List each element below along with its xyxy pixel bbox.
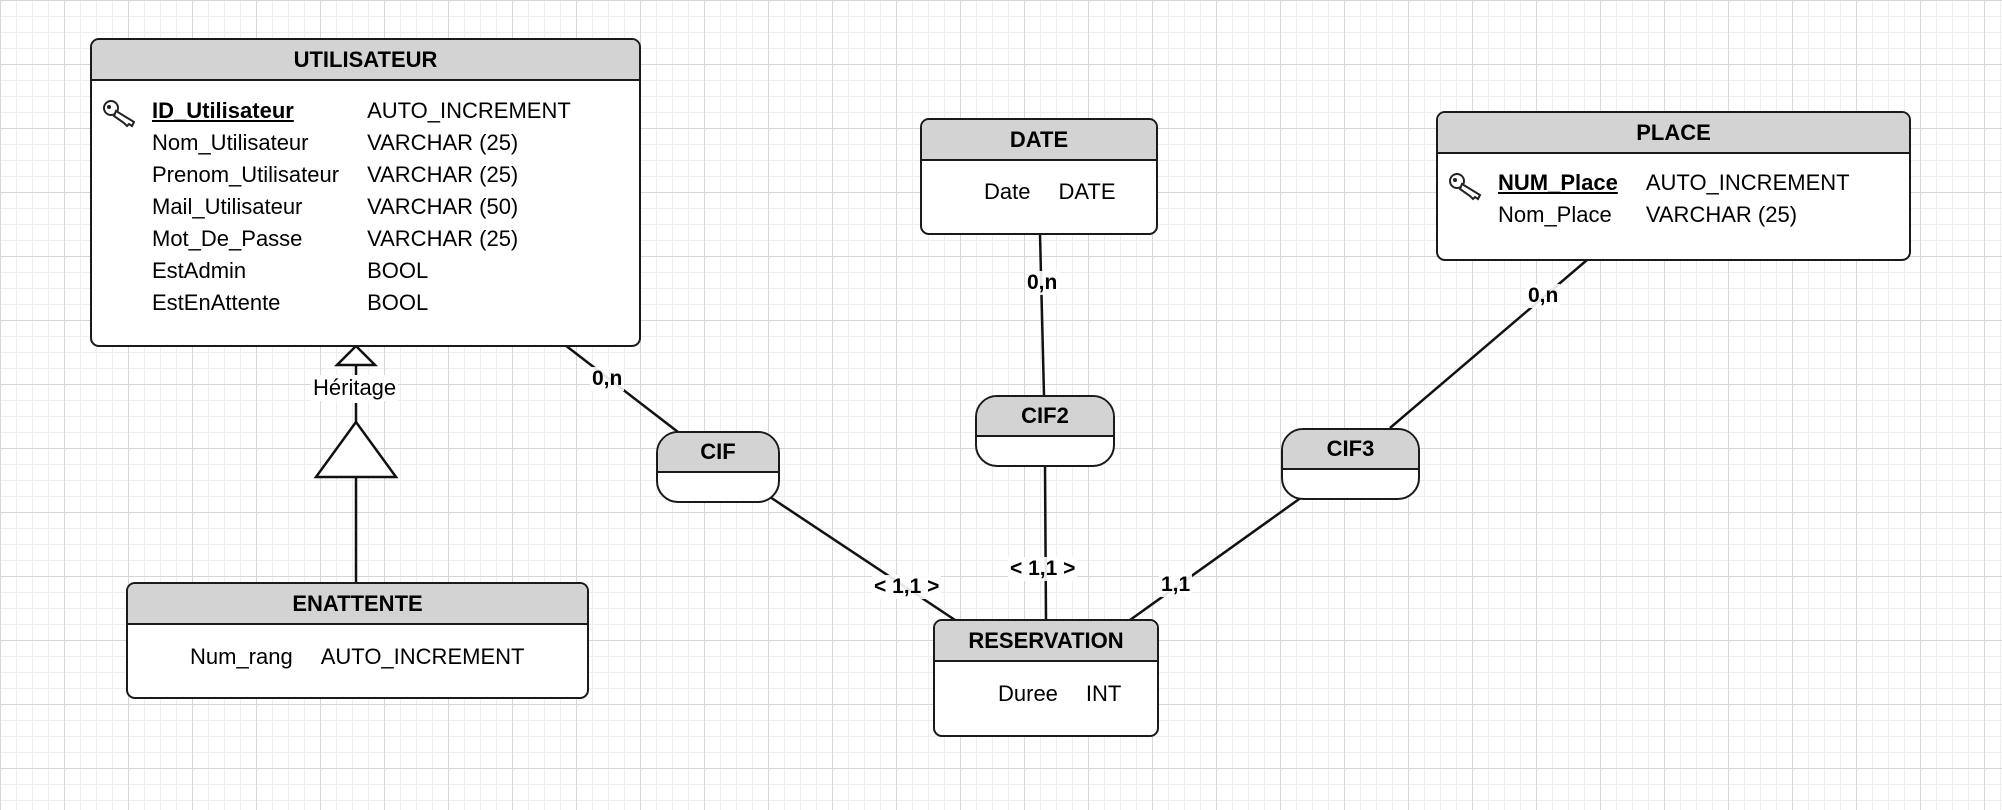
attribute-type: BOOL — [367, 258, 429, 283]
attribute-name: EstAdmin — [152, 258, 247, 283]
entity-title: ENATTENTE — [128, 584, 587, 625]
attribute-name: Num_rang — [190, 644, 293, 669]
inheritance-triangle-large — [313, 419, 399, 479]
attribute-name: Nom_Utilisateur — [152, 130, 309, 155]
entity-title: UTILISATEUR — [92, 40, 639, 81]
attribute-type: AUTO_INCREMENT — [320, 644, 525, 669]
cardinality-date-cif2: 0,n — [1025, 271, 1060, 295]
relation-cif3[interactable]: CIF3 — [1281, 428, 1420, 500]
entity-utilisateur[interactable]: UTILISATEUR ID_Utilisateur AUTO_INCREMEN… — [90, 38, 641, 347]
attribute-type: VARCHAR (25) — [367, 162, 519, 187]
attribute-row: Nom_Utilisateur VARCHAR (25) — [152, 127, 571, 159]
attribute-row: Mail_Utilisateur VARCHAR (50) — [152, 191, 571, 223]
cardinality-place-cif3: 0,n — [1526, 284, 1561, 308]
attribute-row: Duree INT — [998, 678, 1121, 710]
link-cif-reservation — [769, 495, 956, 622]
cardinality-cif2-reservation: < 1,1 > — [1008, 557, 1078, 581]
attribute-name: Mot_De_Passe — [152, 226, 303, 251]
attribute-row: Date DATE — [984, 176, 1116, 208]
primary-key-name: ID_Utilisateur — [152, 98, 294, 123]
attribute-row: Mot_De_Passe VARCHAR (25) — [152, 223, 571, 255]
cardinality-cif3-reservation: 1,1 — [1159, 573, 1193, 597]
attribute-row: NUM_Place AUTO_INCREMENT — [1498, 167, 1850, 199]
inheritance-label: Héritage — [311, 375, 399, 401]
attribute-list: ID_Utilisateur AUTO_INCREMENT Nom_Utilis… — [152, 95, 571, 319]
entity-place[interactable]: PLACE NUM_Place AUTO_INCREMENT Nom_Place… — [1436, 111, 1911, 261]
attribute-name: Duree — [998, 681, 1058, 706]
attribute-type: INT — [1085, 681, 1122, 706]
attribute-row: ID_Utilisateur AUTO_INCREMENT — [152, 95, 571, 127]
attribute-name: EstEnAttente — [152, 290, 281, 315]
entity-enattente[interactable]: ENATTENTE Num_rang AUTO_INCREMENT — [126, 582, 589, 699]
key-icon — [1449, 173, 1482, 201]
attribute-list: Num_rang AUTO_INCREMENT — [190, 641, 524, 673]
attribute-list: Date DATE — [984, 176, 1116, 208]
relation-cif2[interactable]: CIF2 — [975, 395, 1115, 467]
attribute-type: VARCHAR (25) — [367, 130, 519, 155]
attribute-type: VARCHAR (25) — [1645, 202, 1798, 227]
cardinality-cif-reservation: < 1,1 > — [872, 575, 942, 599]
entity-title: DATE — [922, 120, 1156, 161]
relation-title: CIF — [658, 433, 778, 473]
relation-title: CIF3 — [1283, 430, 1418, 470]
attribute-list: Duree INT — [998, 678, 1121, 710]
primary-key-name: NUM_Place — [1498, 170, 1618, 195]
attribute-row: EstEnAttente BOOL — [152, 287, 571, 319]
attribute-name: Date — [984, 179, 1031, 204]
attribute-name: Mail_Utilisateur — [152, 194, 303, 219]
attribute-type: VARCHAR (25) — [367, 226, 519, 251]
link-date-cif2 — [1038, 233, 1046, 397]
attribute-row: Prenom_Utilisateur VARCHAR (25) — [152, 159, 571, 191]
entity-date[interactable]: DATE Date DATE — [920, 118, 1158, 235]
attribute-type: AUTO_INCREMENT — [367, 98, 571, 123]
attribute-name: Nom_Place — [1498, 202, 1612, 227]
entity-reservation[interactable]: RESERVATION Duree INT — [933, 619, 1159, 737]
attribute-list: NUM_Place AUTO_INCREMENT Nom_Place VARCH… — [1498, 167, 1850, 231]
attribute-row: Nom_Place VARCHAR (25) — [1498, 199, 1850, 231]
entity-title: RESERVATION — [935, 621, 1157, 662]
link-cif2-reservation — [1043, 465, 1048, 621]
relation-title: CIF2 — [977, 397, 1113, 437]
attribute-type: VARCHAR (50) — [367, 194, 519, 219]
attribute-row: EstAdmin BOOL — [152, 255, 571, 287]
relation-cif[interactable]: CIF — [656, 431, 780, 503]
attribute-row: Num_rang AUTO_INCREMENT — [190, 641, 524, 673]
attribute-type: BOOL — [367, 290, 429, 315]
link-cif3-reservation — [1129, 495, 1303, 622]
entity-title: PLACE — [1438, 113, 1909, 154]
key-icon — [103, 100, 136, 128]
inheritance-triangle-small — [333, 344, 379, 367]
attribute-name: Prenom_Utilisateur — [152, 162, 340, 187]
attribute-type: DATE — [1058, 179, 1116, 204]
attribute-type: AUTO_INCREMENT — [1645, 170, 1850, 195]
cardinality-utilisateur-cif: 0,n — [590, 367, 625, 391]
